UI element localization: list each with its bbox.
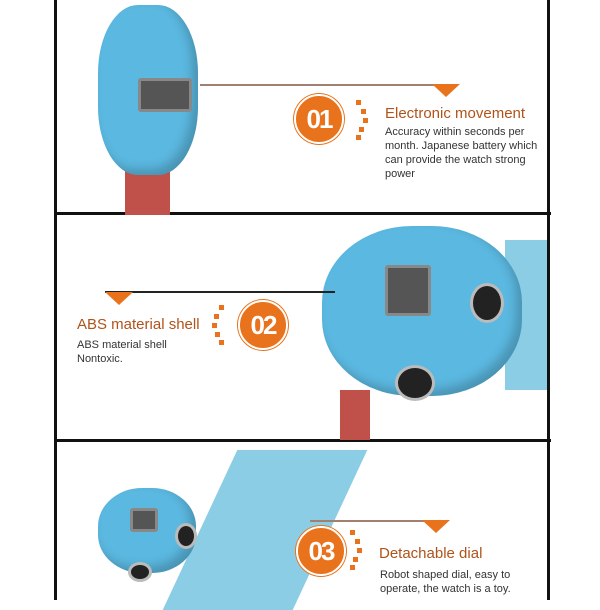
frame-right (547, 0, 550, 600)
watch-screen (130, 508, 158, 532)
watch-screen (385, 265, 431, 316)
wheel (128, 562, 152, 582)
pointer-triangle (105, 292, 133, 305)
frame-left (54, 0, 57, 600)
feature-title: Electronic movement (385, 105, 526, 122)
pointer-triangle (432, 84, 460, 97)
pointer-line (105, 291, 335, 293)
watch-screen (138, 78, 192, 112)
pointer-line (200, 84, 450, 86)
feature-description: ABS material shell Nontoxic. (77, 339, 167, 365)
wheel (470, 283, 504, 323)
dots-icon (212, 305, 224, 345)
pointer-triangle (422, 520, 450, 533)
feature-description: Robot shaped dial, easy to operate, the … (380, 569, 511, 595)
feature-description: Accuracy within seconds per month. Japan… (385, 126, 538, 180)
dots-icon (350, 530, 362, 570)
divider-1 (55, 212, 551, 215)
feature-number: 01 (294, 94, 344, 144)
watch-strap (340, 390, 370, 440)
pointer-line (310, 520, 440, 522)
dots-icon (356, 100, 368, 140)
wheel (395, 365, 435, 401)
feature-title: ABS material shell (77, 316, 200, 333)
feature-number: 03 (296, 526, 346, 576)
divider-2 (55, 439, 551, 442)
feature-number: 02 (238, 300, 288, 350)
wheel (175, 523, 197, 549)
feature-title: Detachable dial (379, 545, 483, 562)
